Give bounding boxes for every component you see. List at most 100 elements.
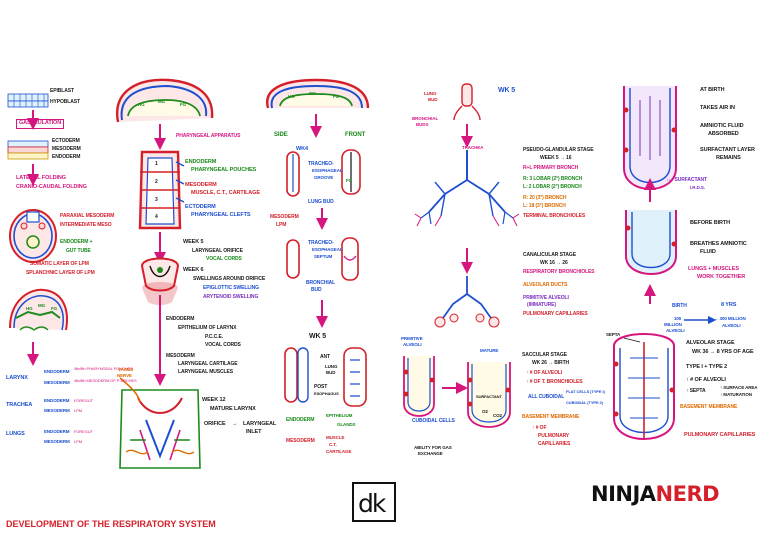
label-bronchial: BRONCHIAL: [306, 280, 336, 286]
brand-nerd: NERD: [655, 482, 720, 506]
label-ph-endoderm: ENDODERM: [185, 159, 217, 165]
label-trachea-lung: TRACHEA: [462, 145, 484, 150]
label-100: 100: [674, 316, 682, 321]
label-buds: BUDS: [416, 122, 429, 127]
derivative-organ: LUNGS: [6, 431, 25, 437]
label-pharyngeal-apparatus: PHARYNGEAL APPARATUS: [176, 133, 241, 139]
label-canalicular-wk: WK 16 → 26: [540, 260, 568, 266]
label-lung-bud-2: LUNG: [424, 91, 437, 96]
label-te-groove-2: ESOPHAGEAL: [312, 168, 343, 173]
label-arch-3: 3: [155, 197, 158, 203]
laryngeal-orifice-drawing: [140, 257, 180, 292]
label-primitive-alveoli: PRIMITIVE ALVEOLI: [523, 295, 569, 301]
brand-ninja: NINJA: [591, 482, 656, 506]
label-laryngeal-inlet: LARYNGEAL: [243, 421, 277, 427]
label-surfactant-layer: SURFACTANT LAYER: [700, 147, 755, 153]
embryo-gut-drawing-2: [266, 78, 370, 109]
label-tr-mesoderm: MESODERM: [286, 438, 315, 444]
label-fg-2: FG: [180, 102, 187, 107]
label-te-septum-3: SEPTUM: [314, 254, 333, 259]
label-pulm-cap-up-1: ↑ # OF: [532, 425, 547, 431]
bilaminar-disc-drawing: [7, 93, 49, 108]
label-epiblast: EPIBLAST: [50, 88, 74, 94]
label-300-million: → 300 MILLION: [714, 316, 746, 321]
label-primitive: PRIMITIVE: [401, 336, 423, 341]
label-lobar-r: R: 3 LOBAR (2°) BRONCH: [523, 176, 583, 182]
label-laryngeal-orifice: LARYNGEAL ORIFICE: [192, 248, 243, 254]
lateral-folding-cross-section: [9, 209, 57, 263]
label-lx-epithelium: EPITHELIUM OF LARYNX: [178, 325, 237, 331]
label-arytenoid: ARYTENOID SWELLING: [203, 294, 259, 300]
label-fg-4: FG: [346, 178, 353, 183]
label-ant: ANT: [320, 354, 330, 360]
label-ph-ectoderm: ECTODERM: [185, 204, 216, 210]
label-nerve: NERVE: [117, 373, 132, 378]
label-paraxial-mesoderm: PARAXIAL MESODERM: [60, 213, 115, 219]
label-segmental-l: L: 18 (3°) BRONCH: [523, 203, 566, 209]
label-pulm-capillaries: PULMONARY CAPILLARIES: [523, 311, 588, 317]
label-resp-bronchioles: RESPIRATORY BRONCHIOLES: [523, 269, 595, 275]
label-tr-epithelium: EPITHELIUM: [326, 413, 353, 418]
label-te-groove-3: GROOVE: [314, 175, 334, 180]
label-irds: I.R.D.S.: [690, 185, 705, 190]
label-gas-exchange-2: EXCHANGE: [418, 451, 443, 456]
label-lobar-l: L: 2 LOBAR (2°) BRONCH: [523, 184, 582, 190]
label-mature-larynx: MATURE LARYNX: [210, 406, 256, 412]
label-front: FRONT: [345, 132, 366, 138]
label-saccular-wk: WK 26 → BIRTH: [532, 360, 570, 366]
label-side: SIDE: [274, 132, 288, 138]
label-intermediate-meso: INTERMEDIATE MESO: [60, 222, 112, 228]
label-immature: (IMMATURE): [527, 302, 556, 308]
label-week6: WEEK 6: [183, 267, 204, 273]
label-somatic-lpm: SOMATIC LAYER OF LPM: [30, 261, 89, 267]
terminal-bronchioles-drawing: [434, 276, 500, 328]
label-alveoli-up-2: ↑ # OF ALVEOLI: [686, 377, 726, 383]
septa-leader-line: [623, 337, 641, 343]
derivative-organ: LARYNX: [6, 375, 28, 381]
derivative-endo-label: ENDODERM: [44, 398, 70, 403]
label-wk5-lungs: WK 5: [498, 87, 516, 94]
label-8yrs: 8 YRS: [721, 302, 737, 308]
label-basement-alv: BASEMENT MEMBRANE: [680, 404, 738, 410]
embryo-gut-drawing: [115, 78, 214, 123]
alveolus-at-birth-drawing: [623, 86, 677, 190]
label-splanchnic-lpm: SPLANCHNIC LAYER OF LPM: [26, 270, 95, 276]
mature-larynx-drawing: [119, 389, 201, 469]
label-surfactant-sac: SURFACTANT: [476, 394, 502, 399]
label-lx-muscles: LARYNGEAL MUSCLES: [178, 369, 233, 375]
label-lateral-folding: LATERAL FOLDING: [16, 175, 66, 181]
label-takes-air: TAKES AIR IN: [700, 105, 735, 111]
trachea-esophagus-wk5-drawing: [284, 347, 367, 407]
label-tr-muscle: MUSCLE: [326, 435, 345, 440]
label-co2: CO2: [493, 413, 502, 418]
label-alveoli-primitive: ALVEOLI: [403, 342, 422, 347]
label-alveoli-100: ALVEOLI: [666, 328, 685, 333]
alveolus-before-birth-drawing: [625, 210, 677, 275]
label-segmental-r: R: 20 (3°) BRONCH: [523, 195, 567, 201]
label-lung-bud-3: BUD: [428, 97, 438, 102]
label-swellings: SWELLINGS AROUND ORIFICE: [193, 276, 266, 282]
label-pcce: P.C.C.E.: [205, 334, 224, 340]
label-birth: BIRTH: [672, 303, 687, 309]
label-vocal-cords: VOCAL CORDS: [206, 256, 242, 262]
label-o2: O2: [482, 409, 488, 414]
derivative-meso-label: MESODERM: [44, 439, 70, 444]
tracheo-esophageal-septum-drawing: [286, 237, 359, 281]
derivative-endo-label: ENDODERM: [44, 429, 70, 434]
derivative-endo-note: 4th/6th PHARYNGEAL POUCHES: [74, 366, 133, 371]
label-before-birth: BEFORE BIRTH: [690, 220, 731, 226]
label-primary-bronch: R+L PRIMARY BRONCH: [523, 165, 579, 171]
label-mg-1: MG: [38, 303, 46, 308]
derivative-meso-note: LPM: [74, 439, 82, 444]
tracheo-esophageal-groove-drawing: [286, 149, 361, 197]
page-title: DEVELOPMENT OF THE RESPIRATORY SYSTEM: [6, 519, 216, 529]
label-bud: BUD: [311, 287, 322, 293]
label-cuboidal-cells: CUBOIDAL CELLS: [412, 418, 455, 424]
label-gastrulation: GASTRULATION: [16, 119, 65, 129]
label-gut-tube: GUT TUBE: [66, 248, 91, 254]
label-te-groove-1: TRACHEO-: [308, 161, 334, 167]
pharyngeal-arches-drawing: [138, 150, 185, 230]
label-pulm-cap-up-3: CAPILLARIES: [538, 441, 571, 447]
